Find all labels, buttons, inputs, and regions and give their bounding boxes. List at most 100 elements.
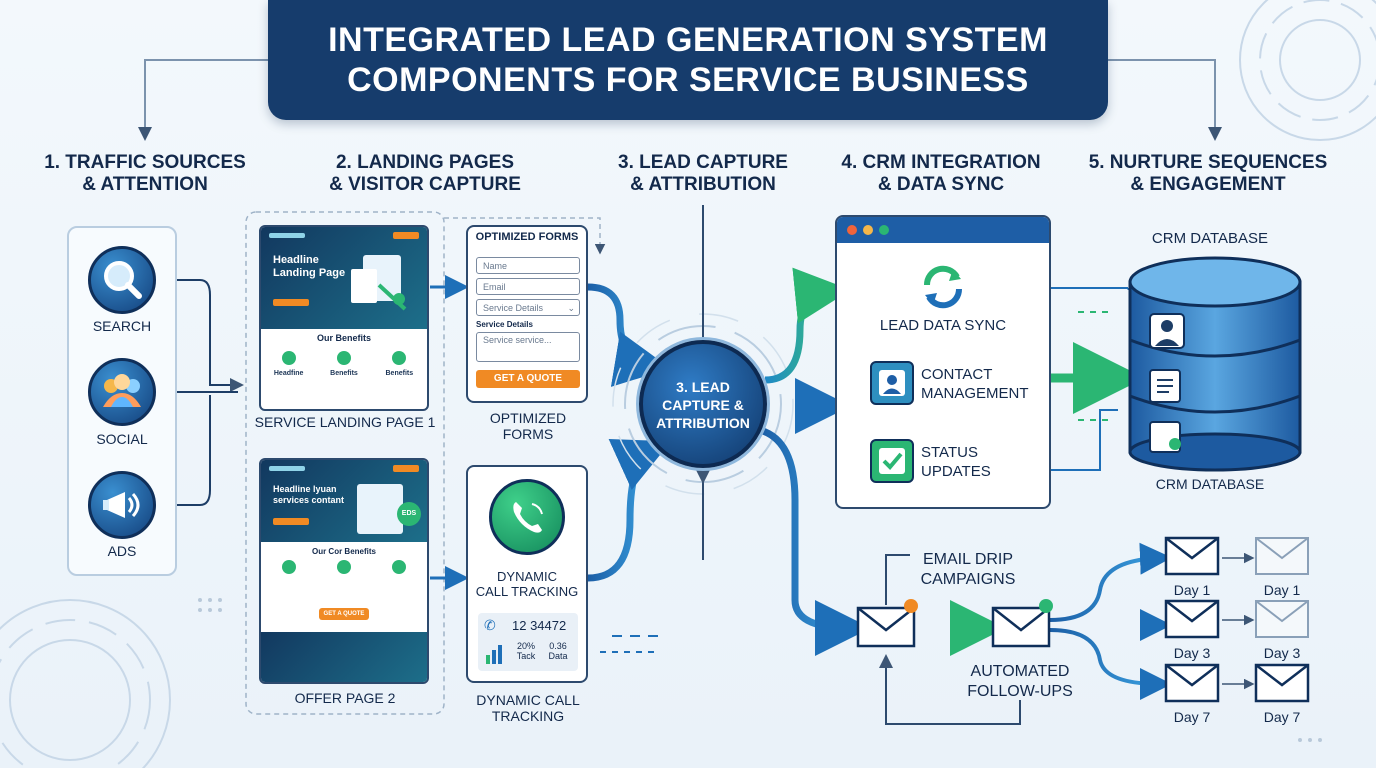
documents-icon [349,255,413,315]
check-icon [336,560,351,574]
page2-nav-button [393,465,419,472]
social-label: SOCIAL [96,431,148,447]
column-heading-traffic: 1. TRAFFIC SOURCES & ATTENTION [30,152,260,196]
page1-benefit: Headfine [264,351,314,377]
envelope-icon [1164,536,1220,576]
page2-benefits-title: Our Cor Benefits [311,547,376,556]
status-updates-label: STATUS UPDATES [921,443,991,481]
check-icon [336,351,351,365]
form-caption-line: OPTIMIZED [489,410,567,426]
sync-icon [917,261,969,318]
bar-chart-icon [486,645,502,664]
page1-caption: SERVICE LANDING PAGE 1 [254,414,436,430]
page2-caption: OFFER PAGE 2 [294,690,396,706]
column-heading-line: 2. LANDING PAGES [335,152,515,173]
hub-line: CAPTURE & [662,397,744,413]
search-icon [88,246,156,314]
crm-database-title: CRM DATABASE [1151,230,1269,247]
day-envelope-b-3: Day 7 [1250,662,1314,725]
window-dot-yellow [863,225,873,235]
column-heading-line: 4. CRM INTEGRATION [841,152,1041,173]
get-quote-button[interactable]: GET A QUOTE [476,370,580,388]
call-caption: DYNAMIC CALL TRACKING [458,692,598,724]
day-label: Day 3 [1263,645,1301,661]
page2-cta-button[interactable]: GET A QUOTE [319,608,369,620]
page1-nav-button [393,232,419,239]
status-label-line: UPDATES [921,463,991,480]
email-drip-line: CAMPAIGNS [920,571,1016,588]
day-envelope-b-1: Day 1 [1250,535,1314,598]
window-dot-green [879,225,889,235]
page1-benefit-label: Benefits [330,370,358,377]
page2-benefits-row [261,560,427,574]
service-select[interactable]: Service Details ⌄ [476,299,580,316]
page2-cta-top [273,518,309,525]
form-caption: OPTIMIZED FORMS [466,410,590,442]
social-icon [88,358,156,426]
day-envelope-b-2: Day 3 [1250,598,1314,661]
envelope-icon [1254,663,1310,703]
title-line-1: INTEGRATED LEAD GENERATION SYSTEM [328,21,1048,59]
form-header: OPTIMIZED FORMS [475,231,579,243]
email-drip-envelope-icon [856,599,918,648]
service-select-value: Service Details [483,303,544,313]
offer-page-2: Headline lyuan services contant EDS Our … [259,458,429,684]
envelope-icon [1255,537,1309,575]
service-textarea[interactable]: Service service... [476,332,580,362]
check-icon [281,560,296,574]
day-label: Day 1 [1263,582,1301,598]
envelope-icon [1164,599,1220,639]
column-heading-crm: 4. CRM INTEGRATION & DATA SYNC [826,152,1056,196]
column-heading-line: 5. NURTURE SEQUENCES [1088,152,1328,173]
page2-footer [261,632,427,682]
page1-benefit: Benefits [374,351,424,377]
followup-line: FOLLOW-UPS [967,683,1073,700]
day-envelope-a-1: Day 1 [1160,535,1224,598]
page1-cta [273,299,309,306]
day-label: Day 1 [1173,582,1211,598]
page2-headline-line: services contant [273,495,345,505]
hub-line: 3. LEAD [676,379,730,395]
title-banner: INTEGRATED LEAD GENERATION SYSTEM COMPON… [268,0,1108,120]
page1-benefit-label: Headfine [273,370,304,377]
stat-1-value: 20% [516,641,535,651]
contact-card-icon [870,361,914,405]
stat-2-value: 0.36 [549,641,567,651]
stat-1: 20% Tack [512,641,540,661]
column-heading-line: 3. LEAD CAPTURE [618,152,788,173]
envelope-icon [1255,600,1309,638]
check-icon [392,351,407,365]
title-line-2: COMPONENTS FOR SERVICE BUSINESS [347,61,1029,99]
phone-small-icon: ✆ [484,617,496,633]
call-tracking-title: DYNAMIC CALL TRACKING [468,569,586,599]
status-label-line: STATUS [921,444,978,461]
phone-icon [489,479,565,555]
day-envelope-a-2: Day 3 [1160,598,1224,661]
check-icon [281,351,296,365]
followup-envelope-icon [991,599,1053,648]
page2-headline-line: Headline lyuan [273,484,337,494]
column-heading-line: & ATTRIBUTION [630,174,776,195]
day-envelope-a-3: Day 7 [1160,662,1224,725]
contact-management-label: CONTACT MANAGEMENT [921,365,1029,403]
call-caption-line: TRACKING [491,708,565,724]
email-field[interactable]: Email [476,278,580,295]
lead-data-sync-label: LEAD DATA SYNC [879,317,1007,334]
email-drip-label: EMAIL DRIP CAMPAIGNS [908,550,1028,590]
call-caption-line: DYNAMIC CALL [476,692,580,708]
chevron-down-icon: ⌄ [567,303,575,313]
crm-database-caption: CRM DATABASE [1155,476,1265,492]
column-heading-line: 1. TRAFFIC SOURCES [44,152,246,173]
crm-window: LEAD DATA SYNC CONTACT MANAGEMENT STATUS… [835,215,1051,509]
window-dot-red [847,225,857,235]
page2-logo [269,466,305,471]
column-heading-line: & DATA SYNC [877,174,1005,195]
contact-label-line: CONTACT [921,366,993,383]
followup-line: AUTOMATED [970,663,1070,680]
name-field[interactable]: Name [476,257,580,274]
database-icon [1125,252,1305,472]
optimized-form-card: OPTIMIZED FORMS Name Email Service Detai… [466,225,588,403]
page1-benefits-title: Our Benefits [316,333,371,343]
